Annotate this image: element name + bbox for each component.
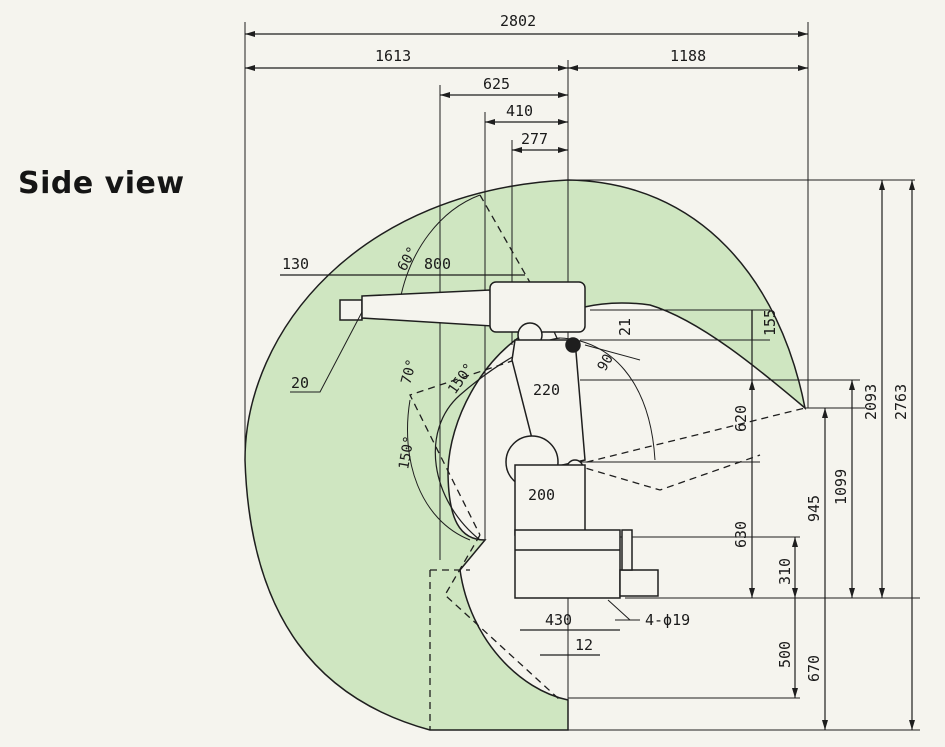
dim-21: 21 bbox=[616, 318, 634, 336]
dim-310: 310 bbox=[776, 558, 794, 585]
dim-277: 277 bbox=[521, 130, 548, 148]
dim-430: 430 bbox=[545, 611, 572, 629]
leader-lines bbox=[290, 311, 641, 621]
elbow-housing bbox=[489, 281, 586, 333]
base-column bbox=[514, 464, 586, 536]
dim-front-width: 1188 bbox=[670, 47, 706, 65]
dim-410: 410 bbox=[506, 102, 533, 120]
dim-220: 220 bbox=[533, 381, 560, 399]
dim-630: 630 bbox=[732, 521, 750, 548]
dim-800: 800 bbox=[424, 255, 451, 273]
dim-500: 500 bbox=[776, 641, 794, 668]
tool-flange bbox=[339, 299, 363, 321]
dim-670: 670 bbox=[805, 655, 823, 682]
arrow-heads bbox=[245, 31, 915, 730]
dim-620: 620 bbox=[732, 405, 750, 432]
bolt-spec: 4-ϕ19 bbox=[645, 611, 690, 629]
cable-bracket bbox=[621, 529, 633, 571]
angle-150-outer: 150° bbox=[396, 435, 418, 471]
robot-base bbox=[514, 529, 621, 599]
robot-arm bbox=[339, 281, 659, 599]
dim-rear-width: 1613 bbox=[375, 47, 411, 65]
dim-1099: 1099 bbox=[832, 469, 850, 505]
page-title: Side view bbox=[18, 166, 185, 201]
elbow-pin bbox=[565, 337, 581, 353]
rotation-arc-150-outer bbox=[407, 399, 471, 541]
dim-12: 12 bbox=[575, 636, 593, 654]
dim-625: 625 bbox=[483, 75, 510, 93]
dim-2093: 2093 bbox=[862, 384, 880, 420]
dim-2763: 2763 bbox=[892, 384, 910, 420]
dim-20: 20 bbox=[291, 374, 309, 392]
dim-945: 945 bbox=[805, 495, 823, 522]
dim-200: 200 bbox=[528, 486, 555, 504]
dim-155: 155 bbox=[761, 309, 779, 336]
dim-130: 130 bbox=[282, 255, 309, 273]
vertical-dimension-lines bbox=[751, 180, 913, 730]
angle-90: 90 bbox=[595, 351, 617, 374]
rotation-arc-60 bbox=[399, 194, 481, 301]
angle-70: 70° bbox=[398, 357, 420, 386]
dim-overall-width: 2802 bbox=[500, 12, 536, 30]
connector-box bbox=[619, 569, 659, 597]
